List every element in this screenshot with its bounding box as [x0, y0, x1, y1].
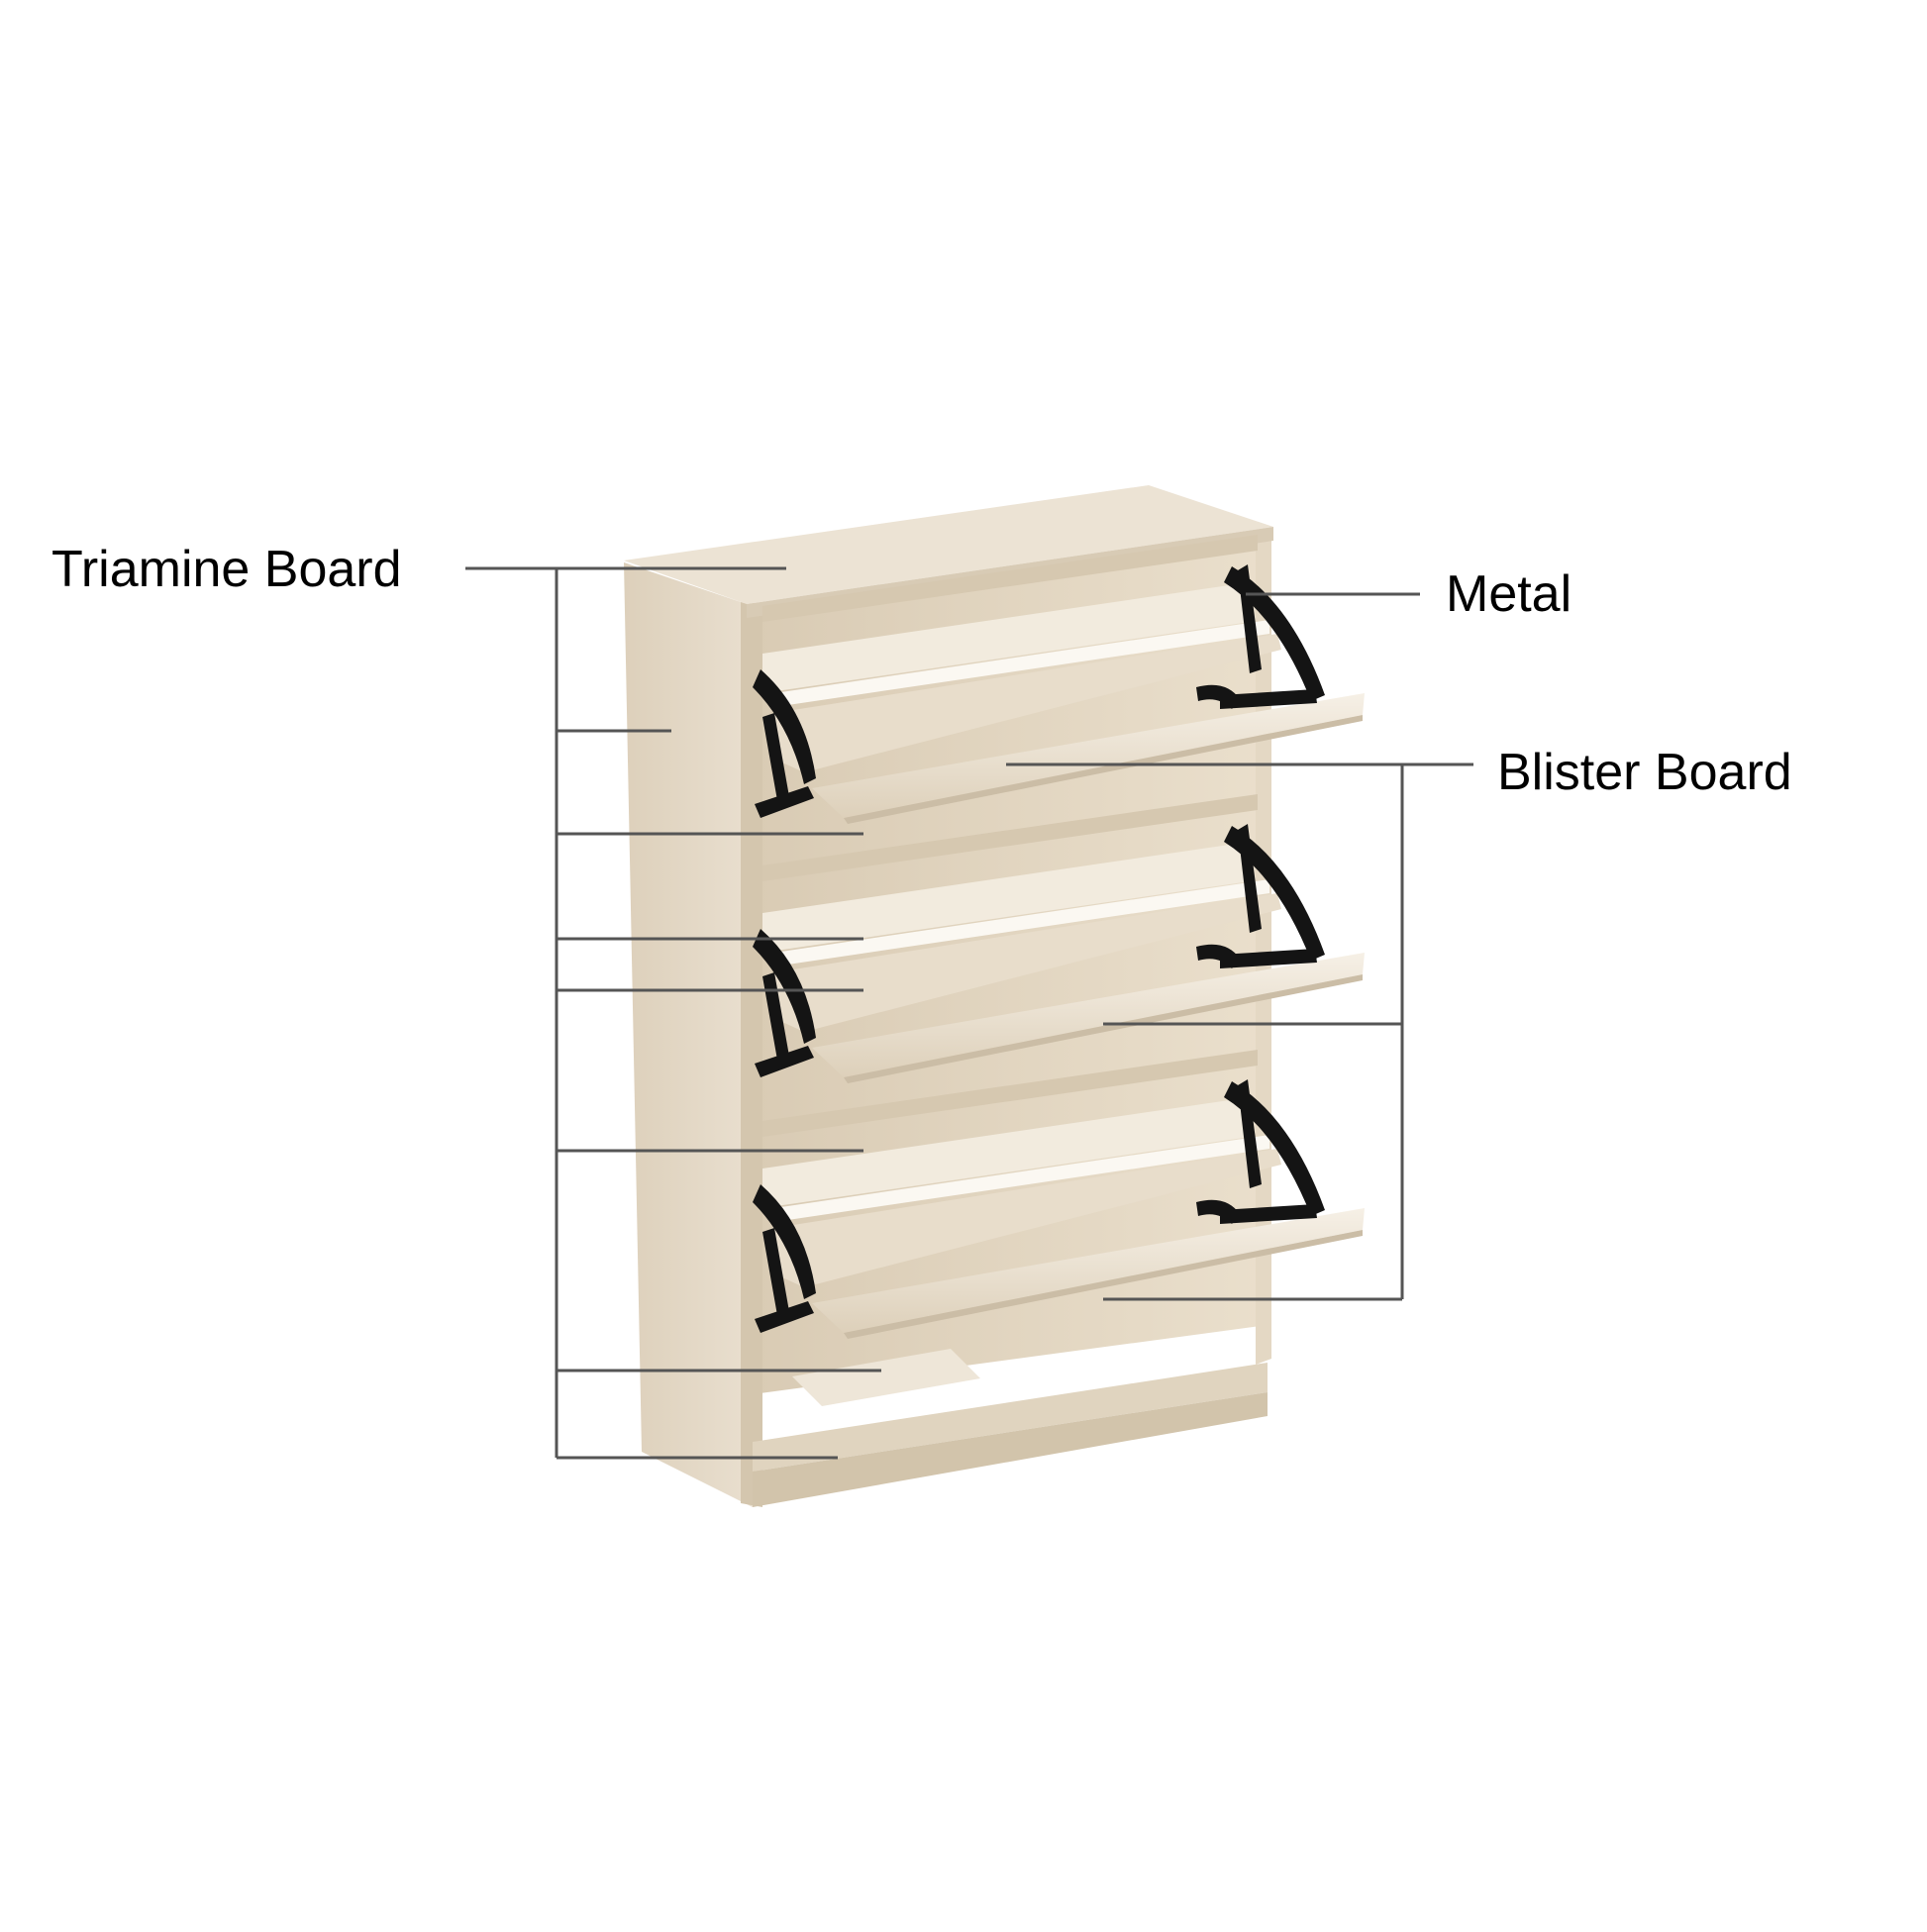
shelf-divider-1 [762, 535, 1258, 622]
tray-rail-1 [774, 620, 1269, 707]
cabinet-base-slat [792, 1349, 980, 1406]
label-metal: Metal [1446, 565, 1572, 623]
hinge-left-3-icon [753, 1184, 816, 1333]
cabinet-bottom-plinth [753, 1392, 1268, 1507]
tray-floor-2 [774, 893, 1281, 1032]
hinge-left-1-icon [753, 669, 816, 818]
hinge-left-2-icon [753, 929, 816, 1077]
tray-back-3 [762, 1097, 1250, 1208]
flip-door-1 [812, 693, 1365, 818]
hinge-right-2-icon [1196, 824, 1325, 968]
tray-back-2 [762, 842, 1250, 953]
flip-door-edge-1 [844, 715, 1363, 824]
cabinet-top-board [624, 485, 1273, 604]
tray-floor-1 [774, 634, 1281, 772]
shoe-compartments [753, 535, 1365, 1339]
flip-door-2 [812, 953, 1365, 1077]
cabinet-left-side-front [741, 602, 762, 1507]
flip-door-edge-2 [844, 974, 1363, 1083]
shelf-divider-3 [762, 1050, 1258, 1137]
hinge-right-3-icon [1196, 1079, 1325, 1224]
flip-door-3 [812, 1208, 1365, 1333]
cabinet-base-board [753, 1363, 1268, 1472]
label-triamine-board: Triamine Board [51, 541, 402, 598]
cabinet-left-side [624, 562, 753, 1507]
label-blister-board: Blister Board [1497, 744, 1792, 801]
tray-rail-2 [774, 879, 1269, 966]
shelf-divider-2 [762, 794, 1258, 881]
tray-rail-3 [774, 1135, 1269, 1222]
flip-door-edge-3 [844, 1230, 1363, 1339]
leader-lines [465, 566, 1473, 1460]
tray-back-1 [762, 582, 1250, 693]
tray-floor-3 [774, 1149, 1281, 1287]
